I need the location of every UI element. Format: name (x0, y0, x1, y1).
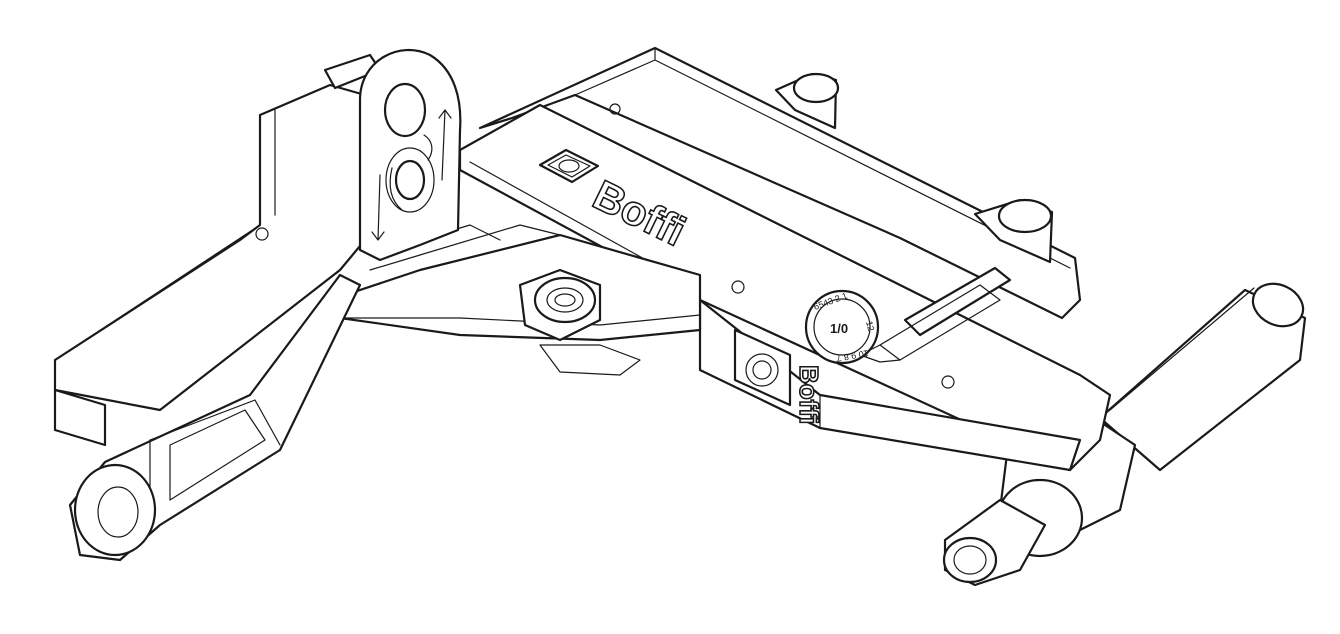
base-mount (53, 53, 382, 447)
lower-ledge (539, 299, 701, 376)
dial-center-label: 1/0 (830, 321, 848, 336)
brand-text-side: Boffi (794, 365, 824, 424)
dial-scale-right: 12 (864, 320, 876, 332)
main-plate (458, 103, 1112, 472)
upright-tab (358, 49, 462, 262)
brand-logo-side: Boffi (733, 328, 825, 425)
left-arm (68, 273, 362, 562)
adjustment-dial: 6543 2 1 12 10 9 8 7 1/0 (804, 289, 880, 365)
long-pin (1098, 282, 1307, 472)
pin-cylinder-2 (973, 198, 1054, 264)
pin-cylinder-1 (774, 72, 840, 130)
arm-links (328, 224, 702, 342)
